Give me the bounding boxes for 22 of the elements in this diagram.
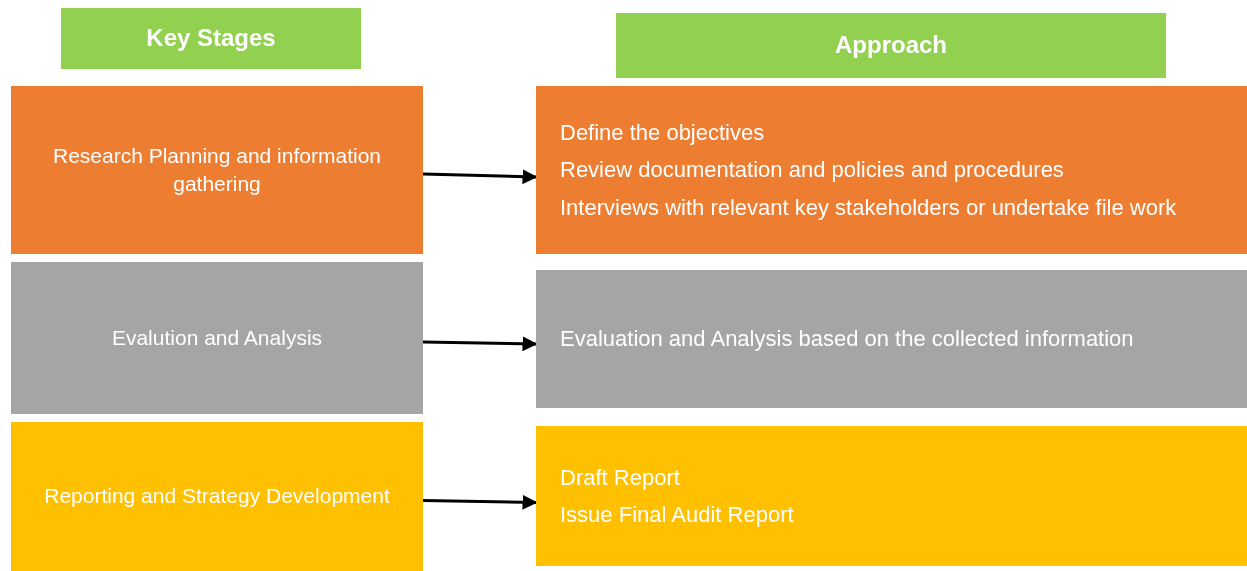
stage-label: Research Planning and information gathering [51,142,382,197]
heading-box [616,13,1166,78]
heading-text: Approach [835,30,947,61]
approach-item: Define the objectives [560,118,765,147]
approach-item: Review documentation and policies and procedures [560,156,1064,185]
approach-item: Interviews with relevant key stakeholders or undertake file work [560,193,1177,222]
heading-box [61,8,361,69]
approach-box [536,426,1247,566]
approach-box [536,270,1247,408]
approach-item: Draft Report [560,463,680,492]
stage-box [11,422,423,571]
stage-label: Reporting and Strategy Development [44,483,390,510]
approach-item: Evaluation and Analysis based on the collected information [560,325,1134,354]
heading-text: Key Stages [146,23,276,54]
arrow [422,169,538,185]
arrow [422,494,538,510]
approach-box [536,86,1247,254]
stage-box [11,262,423,414]
approach-item: Issue Final Audit Report [560,501,794,529]
arrow [422,336,538,352]
stage-label: Evalution and Analysis [111,324,323,351]
stage-box [11,86,423,254]
